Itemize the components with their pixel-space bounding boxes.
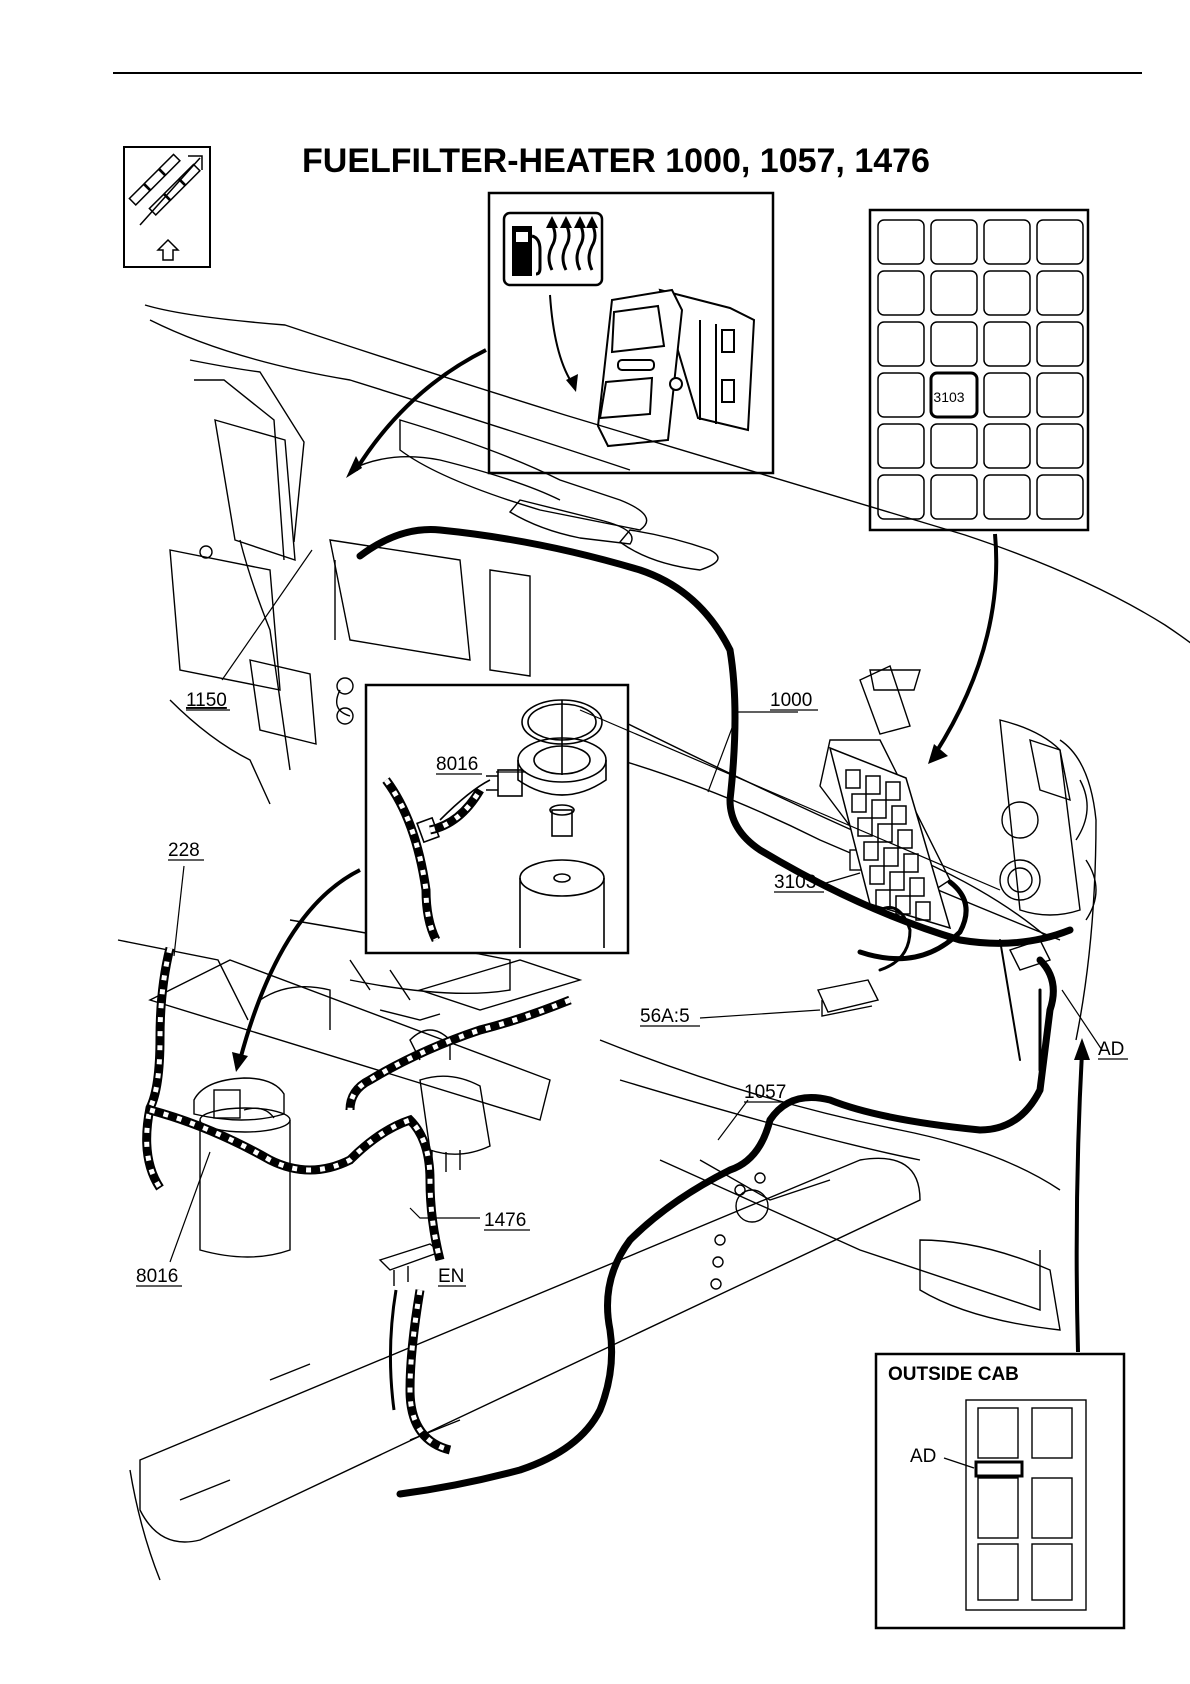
fuse-slot — [984, 475, 1030, 519]
fuse-slot — [1037, 220, 1083, 264]
filter-heater-inset — [366, 685, 628, 953]
callout-ad: AD — [1098, 1039, 1124, 1060]
fuse-slot — [878, 424, 924, 468]
fuse-slot — [931, 475, 977, 519]
page-title: FUELFILTER-HEATER 1000, 1057, 1476 — [302, 142, 930, 180]
switch-detail-inset — [489, 193, 773, 473]
callout-8016-inset: 8016 — [436, 754, 478, 775]
fuse-slot — [1037, 322, 1083, 366]
fuse-slot — [984, 322, 1030, 366]
fuse-slot — [1037, 475, 1083, 519]
callout-1476: 1476 — [484, 1210, 526, 1231]
fuse-slot — [931, 220, 977, 264]
fuse-slot — [984, 373, 1030, 417]
fuse-slot — [878, 271, 924, 315]
fuse-slot — [878, 322, 924, 366]
wire-harness — [360, 530, 1070, 1494]
truck-top-view-arrow-icon — [124, 147, 210, 267]
dashed-harness — [147, 948, 570, 1450]
outside-cab-heading: OUTSIDE CAB — [888, 1364, 1019, 1385]
fuse-slot — [1037, 373, 1083, 417]
fuel-pump-heat-icon — [504, 213, 602, 285]
callout-228: 228 — [168, 840, 200, 861]
callout-1150: 1150 — [186, 690, 227, 711]
fuse-slot — [931, 271, 977, 315]
fuse-panel: 3103 — [870, 210, 1088, 530]
fuse-slot — [984, 220, 1030, 264]
outside-cab-inset: OUTSIDE CAB AD — [876, 1354, 1124, 1628]
fuse-slot — [1037, 424, 1083, 468]
fuse-slot — [931, 424, 977, 468]
callout-en: EN — [438, 1266, 464, 1287]
fuse-slot — [878, 373, 924, 417]
callout-56a-5: 56A:5 — [640, 1006, 690, 1027]
arrow-heads — [232, 456, 1090, 1072]
fuse-slot — [878, 220, 924, 264]
outside-cab-ad-label: AD — [910, 1446, 936, 1467]
fuse-slot — [984, 424, 1030, 468]
fuse-slot — [1037, 271, 1083, 315]
callout-1000: 1000 — [770, 690, 812, 711]
callout-8016-filter: 8016 — [136, 1266, 178, 1287]
fuse-3103-label: 3103 — [933, 389, 964, 405]
leader-lines — [170, 550, 1102, 1262]
fuse-slot — [878, 475, 924, 519]
callout-1057: 1057 — [744, 1082, 786, 1103]
callout-3103: 3103 — [774, 872, 816, 893]
fuse-slot — [931, 322, 977, 366]
fuse-slot — [984, 271, 1030, 315]
dashboard-fuse-panel — [830, 748, 950, 928]
